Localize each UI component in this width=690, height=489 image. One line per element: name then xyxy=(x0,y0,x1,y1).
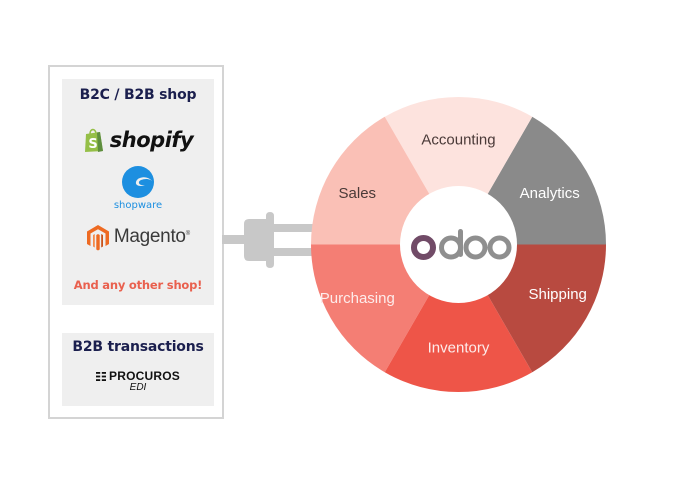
shopify-wordmark: shopify xyxy=(109,128,194,152)
svg-text:S: S xyxy=(88,137,97,152)
power-plug-icon xyxy=(222,212,314,268)
b2b-panel-title: B2B transactions xyxy=(72,339,204,355)
b2b-panel: B2B transactions PROCUROS EDI xyxy=(62,333,214,406)
shopware-swirl-icon xyxy=(122,166,154,198)
odoo-logo xyxy=(411,229,512,260)
shops-panel: B2C / B2B shop S shopify shopware xyxy=(62,79,214,305)
odoo-logo-d-stem xyxy=(458,229,463,257)
wheel-label-inventory: Inventory xyxy=(428,340,490,357)
shopware-wordmark: shopware xyxy=(113,200,163,211)
integrations-box: B2C / B2B shop S shopify shopware xyxy=(48,65,224,419)
wheel-label-sales: Sales xyxy=(339,185,377,202)
wheel-label-accounting: Accounting xyxy=(421,132,495,149)
any-other-shop-note: And any other shop! xyxy=(73,278,203,292)
procuros-wordmark: PROCUROS xyxy=(109,369,180,383)
procuros-logo: PROCUROS xyxy=(62,369,214,383)
magento-logo: Magento ® xyxy=(62,222,214,252)
wheel-label-analytics: Analytics xyxy=(520,185,580,202)
wheel-label-shipping: Shipping xyxy=(529,286,587,303)
magento-hex-icon xyxy=(86,224,109,250)
shopify-bag-icon: S xyxy=(84,128,103,152)
wheel-labels: Analytics AccountingSalesPurchasingInvent… xyxy=(320,132,587,357)
procuros-lines-icon xyxy=(96,371,107,381)
shopify-logo: S shopify xyxy=(62,125,214,155)
shops-panel-title: B2C / B2B shop xyxy=(79,87,197,103)
odoo-logo-o xyxy=(463,235,488,260)
magento-trademark: ® xyxy=(185,231,191,237)
odoo-logo-first-o xyxy=(411,235,436,260)
shopware-logo: shopware xyxy=(62,163,214,213)
procuros-edi-label: EDI xyxy=(129,382,147,393)
wheel-slice-accounting xyxy=(384,96,533,245)
odoo-logo-o xyxy=(487,235,512,260)
wheel-label-purchasing: Purchasing xyxy=(320,290,395,307)
wheel-slice-inventory xyxy=(384,244,533,392)
magento-wordmark: Magento xyxy=(113,226,186,247)
